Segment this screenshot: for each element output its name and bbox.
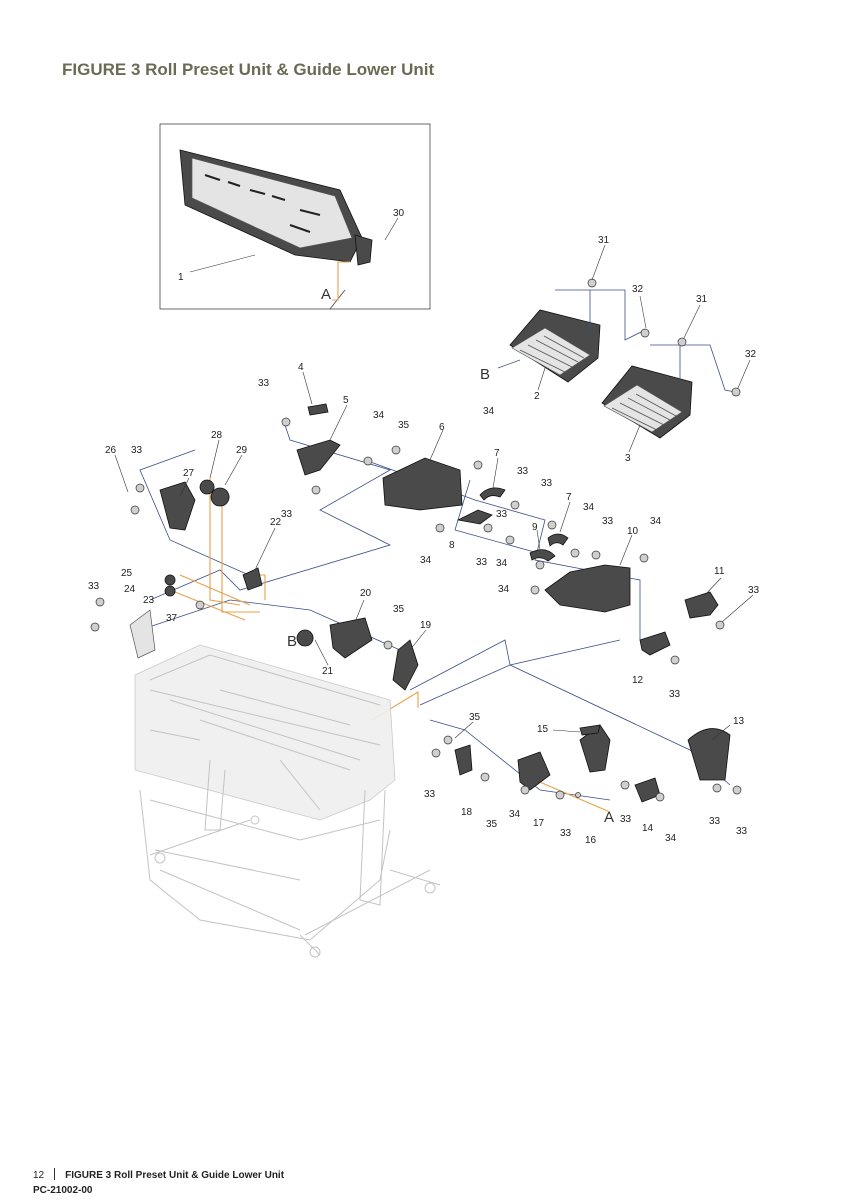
document-code: PC-21002-00 — [33, 1185, 93, 1196]
letter-marker: A — [604, 809, 614, 826]
guide-lower-unit-2 — [509, 309, 601, 383]
callout-label: 26 — [105, 445, 117, 456]
callout-label: 35 — [469, 712, 481, 723]
callout-label: 35 — [486, 819, 498, 830]
callout-label: 5 — [343, 395, 349, 406]
callout-label: 34 — [498, 584, 510, 595]
callout-label: 7 — [494, 448, 500, 459]
printer-body-ghost — [134, 644, 441, 958]
guide-lower-unit-3 — [601, 365, 693, 439]
leader-lines — [114, 217, 754, 741]
callout-label: 28 — [211, 430, 223, 441]
callout-label: 33 — [424, 789, 436, 800]
inset-detail-box — [159, 123, 431, 310]
callout-label: 3 — [625, 453, 631, 464]
callout-label: 33 — [88, 581, 100, 592]
small-parts — [129, 403, 731, 803]
callout-label: 34 — [420, 555, 432, 566]
letter-marker: B — [480, 366, 490, 383]
callout-label: 34 — [496, 558, 508, 569]
callout-label: 2 — [534, 391, 540, 402]
footer-divider — [54, 1168, 56, 1180]
callout-label: 33 — [281, 509, 293, 520]
callout-label: 7 — [566, 492, 572, 503]
callout-label: 6 — [439, 422, 445, 433]
callout-label: 19 — [420, 620, 432, 631]
callout-label: 33 — [476, 557, 488, 568]
callout-label: 11 — [714, 566, 725, 577]
page-number: 12 — [33, 1170, 45, 1181]
callout-label: 34 — [665, 833, 677, 844]
callout-label: 33 — [709, 816, 721, 827]
callout-label: 24 — [124, 584, 136, 595]
callout-label: 22 — [270, 517, 282, 528]
callout-label: 34 — [583, 502, 595, 513]
callout-label: 33 — [541, 478, 553, 489]
page-title: FIGURE 3 Roll Preset Unit & Guide Lower … — [62, 60, 435, 79]
callout-label: 18 — [461, 807, 473, 818]
callout-label: 31 — [598, 235, 610, 246]
callout-label: 14 — [642, 823, 654, 834]
callout-label: 34 — [650, 516, 662, 527]
footer-caption: FIGURE 3 Roll Preset Unit & Guide Lower … — [65, 1170, 285, 1181]
callout-label: 29 — [236, 445, 248, 456]
callout-label: 33 — [748, 585, 760, 596]
callout-label: 17 — [533, 818, 545, 829]
callout-label: 34 — [373, 410, 385, 421]
callout-label: 4 — [298, 362, 304, 373]
callout-label: 34 — [483, 406, 495, 417]
callout-label: 33 — [669, 689, 681, 700]
callout-numbers: 30 1 31 32 31 32 2 3 33 4 5 34 35 6 34 2… — [88, 208, 760, 846]
callout-label: 9 — [532, 522, 538, 533]
callout-label: 31 — [696, 294, 708, 305]
callout-label: 25 — [121, 568, 133, 579]
callout-label: 32 — [745, 349, 757, 360]
callout-label: 13 — [733, 716, 745, 727]
roll-preset-cover-face — [191, 157, 353, 249]
callout-label: 37 — [166, 613, 178, 624]
callout-label: 33 — [560, 828, 572, 839]
callout-label: 34 — [509, 809, 521, 820]
inset-screw-part — [354, 234, 373, 266]
callout-label: 33 — [602, 516, 614, 527]
callout-label: 35 — [393, 604, 405, 615]
callout-label: 1 — [178, 272, 184, 283]
callout-label: 21 — [322, 666, 334, 677]
callout-label: 35 — [398, 420, 410, 431]
screws — [90, 278, 742, 802]
callout-label: 32 — [632, 284, 644, 295]
callout-label: 33 — [736, 826, 748, 837]
callout-label: 15 — [537, 724, 549, 735]
callout-label: 30 — [393, 208, 405, 219]
callout-label: 16 — [585, 835, 597, 846]
callout-label: 33 — [620, 814, 632, 825]
callout-label: 33 — [496, 509, 508, 520]
callout-label: 20 — [360, 588, 372, 599]
callout-label: 33 — [258, 378, 270, 389]
callout-label: 33 — [131, 445, 143, 456]
page-footer: 12 FIGURE 3 Roll Preset Unit & Guide Lowe… — [33, 1168, 284, 1181]
callout-label: 8 — [449, 540, 455, 551]
callout-label: 10 — [627, 526, 639, 537]
callout-label: 23 — [143, 595, 155, 606]
letter-marker: A — [321, 286, 331, 303]
callout-label: 12 — [632, 675, 644, 686]
letter-marker: B — [287, 633, 297, 650]
callout-label: 33 — [517, 466, 529, 477]
callout-label: 27 — [183, 468, 195, 479]
